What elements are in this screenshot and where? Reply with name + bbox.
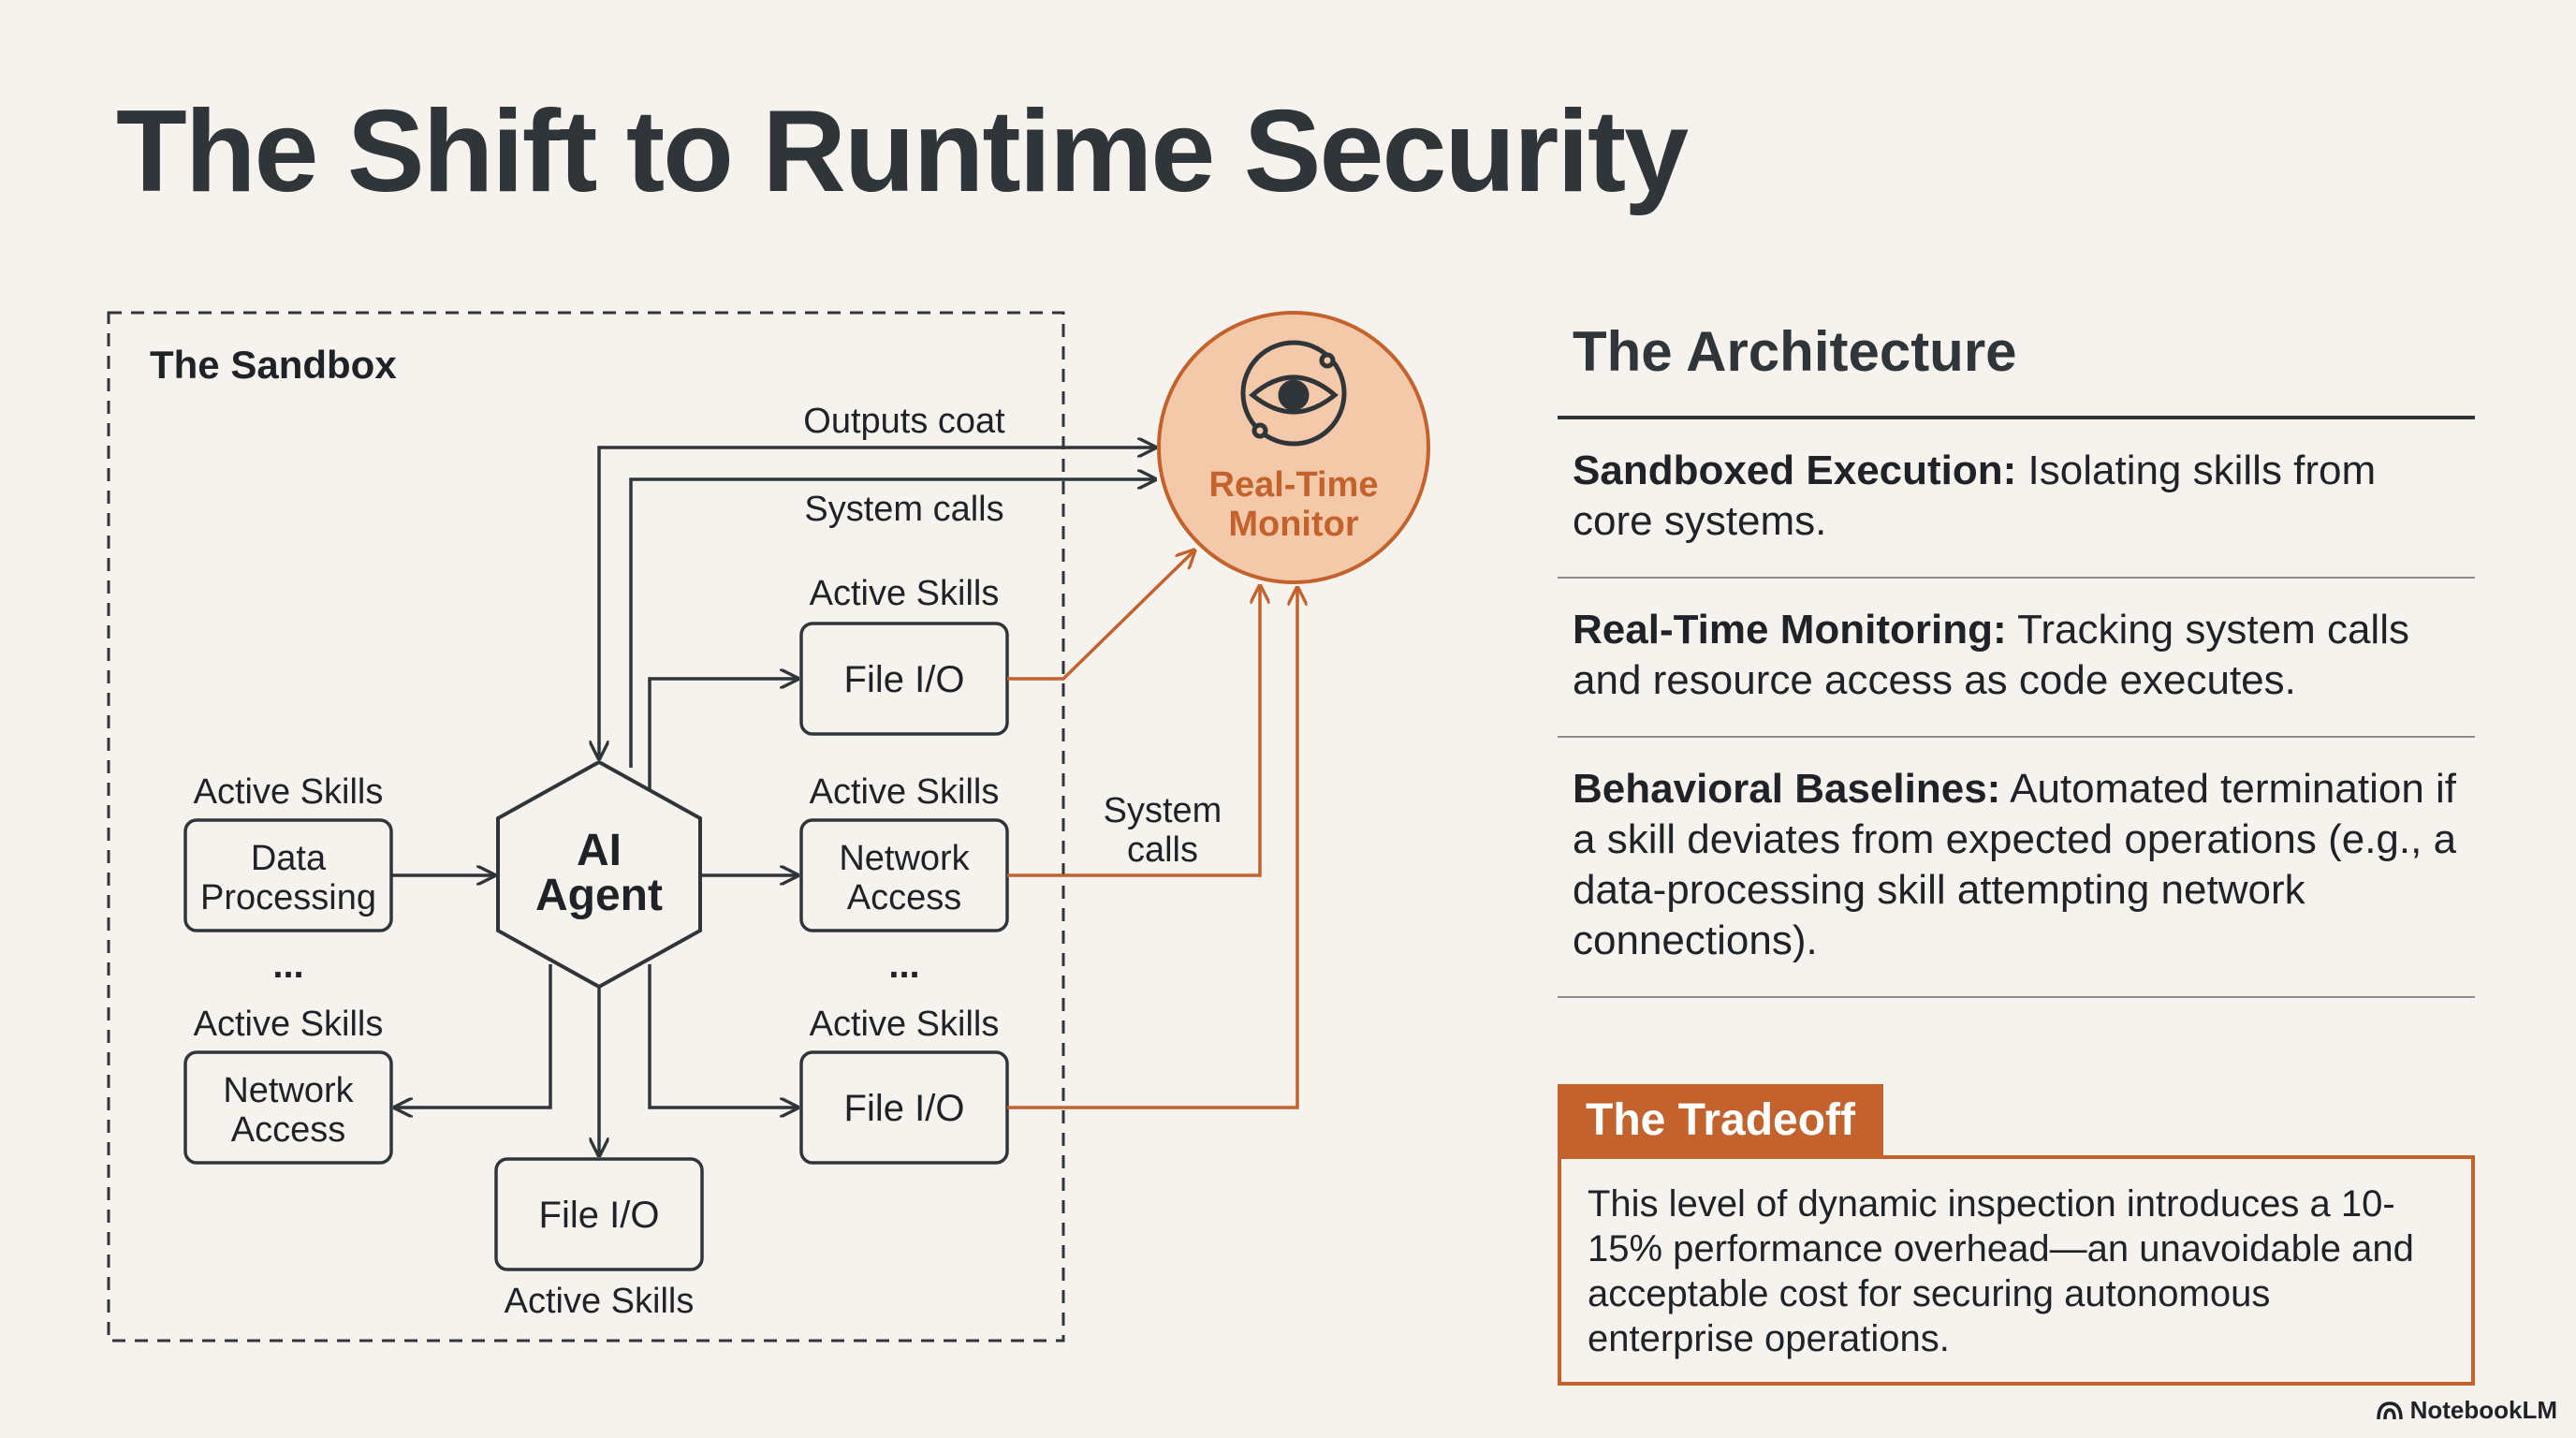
- skill-network-access-right: Active Skills Network Access: [799, 772, 1009, 932]
- skill-label: Access: [847, 878, 961, 917]
- architecture-heading: The Architecture: [1573, 320, 2017, 383]
- tradeoff-heading: The Tradeoff: [1558, 1084, 1884, 1159]
- skill-label: File I/O: [844, 659, 965, 700]
- arrow-system-calls-to-monitor: [629, 479, 1155, 768]
- architecture-description: Tracking system calls and resource acces…: [1573, 607, 2409, 703]
- arrow-agent-to-network-left: [395, 964, 552, 1108]
- eye-icon: [1240, 340, 1347, 447]
- tradeoff-callout: The Tradeoff This level of dynamic inspe…: [1558, 1084, 2475, 1386]
- skill-caption: Active Skills: [505, 1282, 695, 1321]
- skill-label: File I/O: [539, 1195, 660, 1236]
- agent-label-line1: AI: [577, 826, 622, 875]
- ai-agent-node: AI Agent: [496, 759, 702, 990]
- monitor-label-line2: Monitor: [1228, 505, 1359, 544]
- architecture-term: Behavioral Baselines:: [1573, 766, 2001, 812]
- skill-data-processing: Active Skills Data Processing: [183, 772, 393, 932]
- architecture-item: Sandboxed Execution: Isolating skills fr…: [1558, 419, 2475, 579]
- ellipsis: ...: [888, 945, 919, 986]
- architecture-description: Isolating skills from core systems.: [1573, 448, 2377, 544]
- brand-watermark: NotebookLM: [2376, 1396, 2557, 1425]
- flow-label-system-calls: System calls: [804, 490, 1003, 529]
- skill-caption: Active Skills: [810, 574, 1000, 613]
- skill-caption: Active Skills: [194, 772, 384, 812]
- arrow-agent-to-file-io-bottom-right: [648, 964, 798, 1108]
- skill-label: Network: [223, 1071, 354, 1110]
- architecture-description: Automated termination if a skill deviate…: [1573, 766, 2457, 963]
- skill-label: File I/O: [844, 1088, 965, 1129]
- skill-network-access-left: Active Skills Network Access: [183, 1005, 393, 1165]
- arrow-agent-to-file-io-top: [648, 679, 798, 791]
- monitor-link-file-io-top: [1007, 550, 1194, 681]
- monitor-link-file-io-bottom-right: [1007, 588, 1297, 1109]
- brand-name: NotebookLM: [2409, 1396, 2557, 1424]
- architecture-panel: The Architecture Sandboxed Execution: Is…: [1558, 300, 2475, 998]
- sandbox-label: The Sandbox: [150, 343, 397, 387]
- monitor-link-network-right: [1007, 586, 1260, 877]
- skill-file-io-bottom-right: Active Skills File I/O: [799, 1005, 1009, 1165]
- arrow-outputs-to-monitor: [599, 448, 1155, 758]
- architecture-term: Sandboxed Execution:: [1573, 448, 2017, 493]
- skill-label: Access: [231, 1110, 345, 1150]
- flow-label-outputs: Outputs coat: [803, 402, 1005, 441]
- tradeoff-body: This level of dynamic inspection introdu…: [1558, 1155, 2475, 1386]
- ellipsis: ...: [272, 945, 303, 986]
- skill-file-io-bottom: File I/O Active Skills: [494, 1157, 704, 1321]
- skill-caption: Active Skills: [194, 1005, 384, 1044]
- skill-caption: Active Skills: [810, 772, 1000, 812]
- skill-file-io-top-right: Active Skills File I/O: [799, 574, 1009, 736]
- skill-label: Network: [839, 839, 970, 878]
- agent-label-line2: Agent: [535, 871, 663, 920]
- monitor-label-line1: Real-Time: [1209, 465, 1379, 505]
- sandbox-boundary: [107, 311, 1065, 1343]
- architecture-item: Behavioral Baselines: Automated terminat…: [1558, 738, 2475, 998]
- flow-label-system-calls-2-line2: calls: [1127, 830, 1198, 870]
- skill-label: Data: [251, 839, 327, 878]
- architecture-term: Real-Time Monitoring:: [1573, 607, 2007, 653]
- page-title: The Shift to Runtime Security: [116, 87, 1689, 216]
- heading-divider: [1558, 416, 2475, 419]
- skill-caption: Active Skills: [810, 1005, 1000, 1044]
- real-time-monitor: Real-Time Monitor: [1157, 311, 1430, 584]
- flow-label-system-calls-2-line1: System: [1104, 791, 1222, 830]
- notebooklm-logo-icon: [2376, 1401, 2403, 1419]
- architecture-item: Real-Time Monitoring: Tracking system ca…: [1558, 579, 2475, 738]
- skill-label: Processing: [200, 878, 376, 917]
